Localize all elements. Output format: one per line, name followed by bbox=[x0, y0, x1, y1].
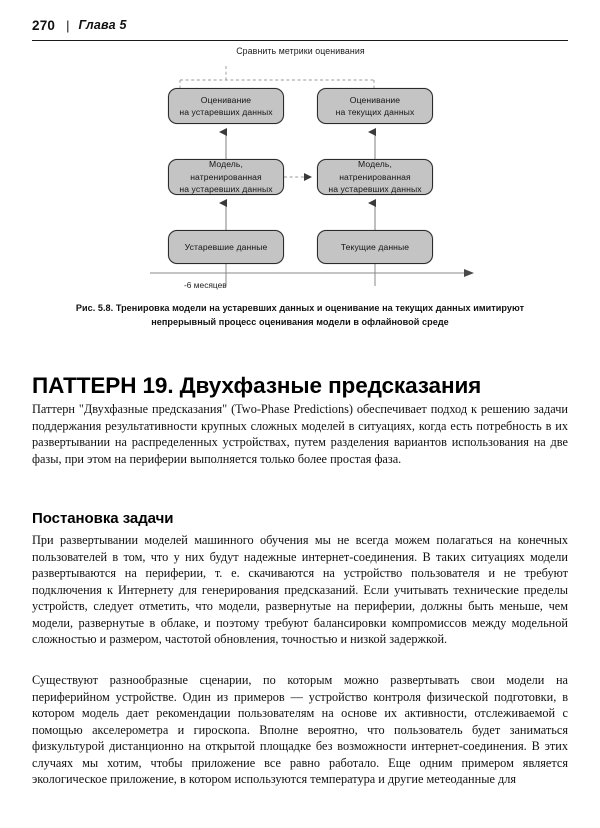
node-line-1: Модель, натренированная bbox=[190, 159, 262, 182]
node-evaluation-on-stale-data: Оценивание на устаревших данных bbox=[168, 88, 284, 124]
node-line-1: Оценивание bbox=[349, 94, 401, 105]
figure-5-8: Сравнить метрики оценивания Оценивание н… bbox=[32, 42, 568, 292]
problem-paragraph-block-1: При развертывании моделей машинного обуч… bbox=[32, 532, 568, 648]
intro-paragraph: Паттерн "Двухфазные предсказания" (Two-P… bbox=[32, 402, 568, 466]
running-head: 270 | Глава 5 bbox=[32, 18, 568, 41]
node-line-2: на текущих данных bbox=[335, 107, 415, 117]
figure-caption: Рис. 5.8. Тренировка модели на устаревши… bbox=[50, 302, 550, 329]
node-line-1: Модель, натренированная bbox=[339, 159, 411, 182]
node-line-1: Оценивание bbox=[200, 94, 252, 105]
problem-paragraph-2: Существуют разнообразные сценарии, по ко… bbox=[32, 673, 568, 787]
node-label: Устаревшие данные bbox=[184, 241, 268, 252]
node-line-2: на устаревших данных bbox=[179, 184, 273, 195]
pattern-heading: ПАТТЕРН 19. Двухфазные предсказания bbox=[32, 373, 482, 399]
timeline-tick-label: -6 месяцев bbox=[184, 280, 227, 290]
page-number: 270 bbox=[32, 18, 56, 33]
problem-paragraph-1: При развертывании моделей машинного обуч… bbox=[32, 533, 568, 647]
node-current-data: Текущие данные bbox=[317, 230, 433, 264]
node-evaluation-on-current-data: Оценивание на текущих данных bbox=[317, 88, 433, 124]
node-line-2: на устаревших данных bbox=[179, 107, 273, 117]
figure-connectors bbox=[150, 66, 474, 286]
problem-paragraph-block-2: Существуют разнообразные сценарии, по ко… bbox=[32, 672, 568, 788]
chapter-label: Глава 5 bbox=[78, 18, 127, 32]
node-model-trained-on-stale-data-right: Модель, натренированная на устаревших да… bbox=[317, 159, 433, 195]
intro-paragraph-block: Паттерн "Двухфазные предсказания" (Two-P… bbox=[32, 401, 568, 467]
figure-caption-line-2: имитируют непрерывный процесс оценивания… bbox=[151, 303, 525, 327]
figure-top-label: Сравнить метрики оценивания bbox=[236, 46, 365, 56]
section-heading: Постановка задачи bbox=[32, 510, 174, 528]
node-label: Текущие данные bbox=[340, 241, 410, 252]
node-line-2: на устаревших данных bbox=[328, 184, 422, 195]
running-head-separator: | bbox=[66, 18, 70, 33]
node-model-trained-on-stale-data-left: Модель, натренированная на устаревших да… bbox=[168, 159, 284, 195]
figure-caption-line-1: Рис. 5.8. Тренировка модели на устаревши… bbox=[75, 303, 471, 313]
node-stale-data: Устаревшие данные bbox=[168, 230, 284, 264]
